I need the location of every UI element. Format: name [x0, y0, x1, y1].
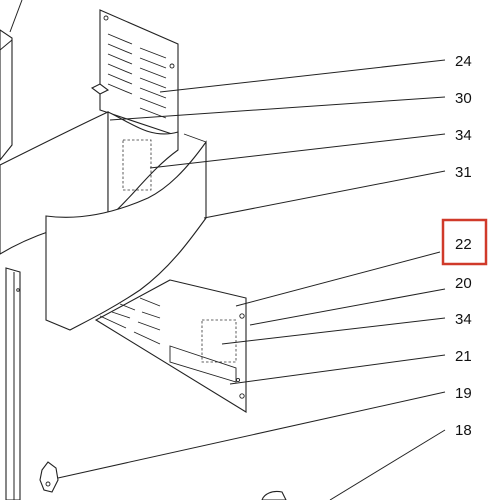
callout-34-upper: 34 [455, 127, 472, 144]
callout-22: 22 [455, 236, 472, 253]
highlight-box [441, 218, 488, 266]
callout-19: 19 [455, 385, 472, 402]
leader-lines [57, 59, 446, 500]
curved-shield-31 [45, 133, 207, 331]
left-box-fragment [0, 29, 13, 161]
callout-labels: 24 30 34 31 22 20 34 21 19 18 [441, 53, 488, 439]
callout-30: 30 [455, 90, 472, 107]
part-18-fragment [261, 490, 287, 500]
left-rail [5, 267, 21, 500]
upper-back-panel [90, 9, 179, 137]
callout-20: 20 [455, 275, 472, 292]
callout-18: 18 [455, 422, 472, 439]
callout-24: 24 [455, 53, 472, 70]
leader-top-left [9, 0, 23, 33]
callout-31: 31 [455, 164, 472, 181]
lower-back-panel [94, 279, 247, 413]
clip-part-19 [39, 461, 59, 493]
callout-34-lower: 34 [455, 311, 472, 328]
callout-21: 21 [455, 348, 472, 365]
